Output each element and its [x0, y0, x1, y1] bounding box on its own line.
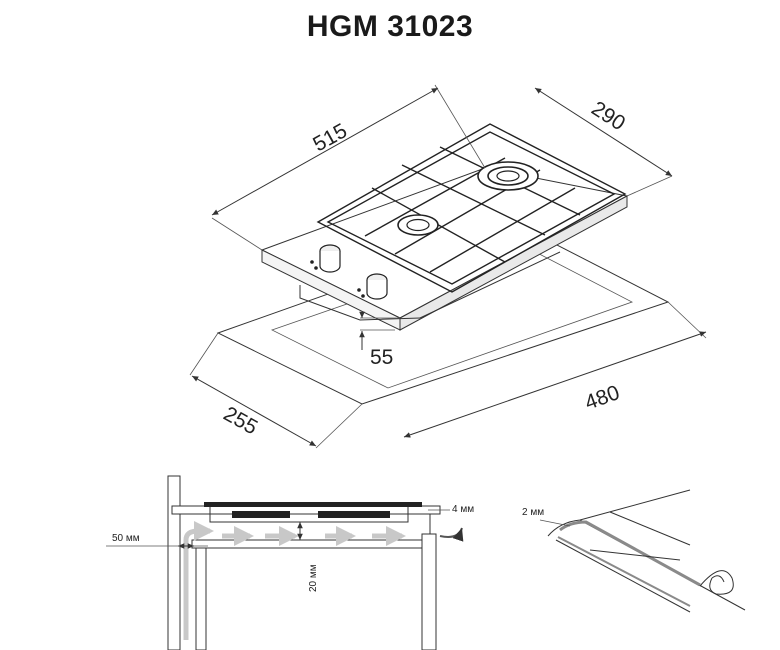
dim-depth-290: 290 [534, 87, 673, 197]
hob-body [260, 167, 629, 331]
control-knob-left[interactable] [310, 244, 341, 273]
top-gap-label: 4 мм [452, 504, 474, 515]
dim-cutout-255: 255 [189, 332, 363, 449]
control-knob-right[interactable] [357, 273, 388, 300]
dim-width-label: 515 [309, 119, 351, 156]
dim-depth-label: 290 [587, 97, 629, 135]
small-burner [397, 214, 439, 236]
installation-section: 50 мм 20 мм 4 мм [106, 475, 474, 650]
dim-cutout-480: 480 [403, 301, 707, 438]
dim-height-55: 55 [359, 311, 400, 369]
large-burner [477, 161, 539, 191]
dim-cutout-depth-label: 255 [220, 402, 262, 439]
dim-height-label: 55 [370, 346, 393, 369]
seal-detail: 2 мм [522, 489, 746, 613]
dim-cutout-width-label: 480 [582, 381, 623, 415]
gap-label: 50 мм [112, 533, 140, 544]
seal-label: 2 мм [522, 507, 544, 518]
model-title: HGM 31023 [306, 10, 474, 43]
vent-label: 20 мм [308, 564, 319, 592]
